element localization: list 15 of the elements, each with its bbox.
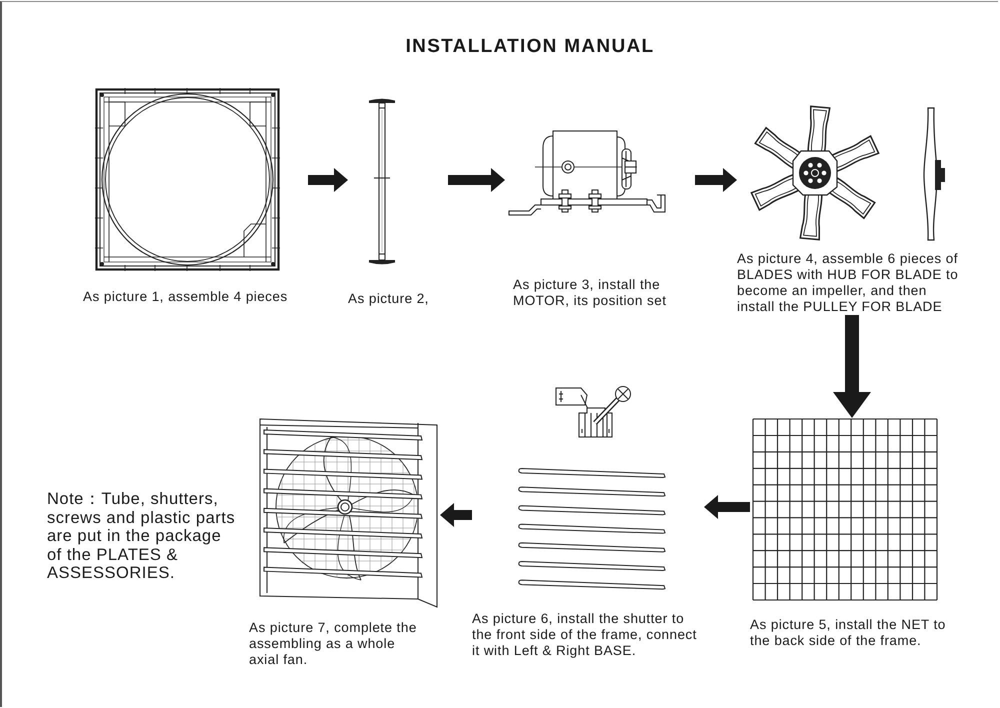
arrow xyxy=(440,503,472,527)
step-caption: As picture 3, install the MOTOR, its position set xyxy=(513,277,668,309)
step-caption: As picture 2, xyxy=(348,291,430,307)
arrow xyxy=(448,168,505,192)
step-caption: As picture 5, install the NET to the back side of the frame. xyxy=(750,617,947,649)
arrow xyxy=(704,495,750,519)
step-caption: As picture 4, assemble 6 pieces of BLADES with HUB FOR BLADE to become an impeller, and then install the PULLEY FOR BLADE xyxy=(737,251,960,315)
page-title: INSTALLATION MANUAL xyxy=(406,36,654,58)
arrow xyxy=(695,168,737,192)
step-caption: As picture 1, assemble 4 pieces xyxy=(83,289,289,305)
step-caption: As picture 7, complete the assembling as a whole axial fan. xyxy=(249,620,418,668)
arrow xyxy=(308,168,348,192)
arrow xyxy=(833,315,871,418)
step-caption: As picture 6, install the shutter to the front side of the frame, connect it with Left & Right BASE. xyxy=(472,611,698,659)
note-text: Note：Tube, shutters, screws and plastic parts are put in the package of the PLATES & ASSESSORIES. xyxy=(47,490,236,583)
